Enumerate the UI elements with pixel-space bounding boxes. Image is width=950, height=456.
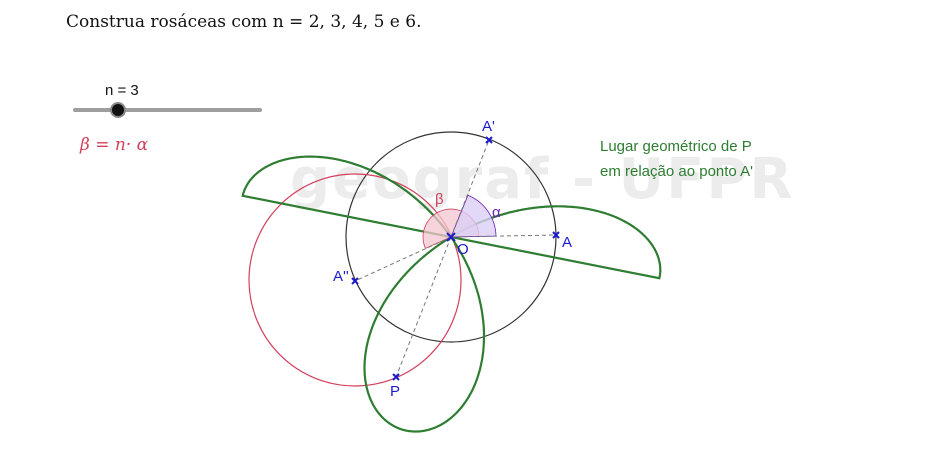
point-P[interactable]: P [390,373,400,400]
locus-caption-line2: em relação ao ponto A' [600,163,753,180]
ray-O-A-double-prime [354,236,452,282]
slider-handle[interactable] [110,102,126,118]
formula-text: β = n· α [79,135,149,155]
point-A[interactable]: A [552,231,572,251]
point-A-prime[interactable]: A' [482,118,495,144]
alpha-angle-sector [450,194,497,238]
point-P-label: P [390,383,400,400]
point-A-double-prime-marker[interactable] [351,277,359,285]
point-O-label: O [457,241,469,258]
point-A-prime-label: A' [482,118,495,135]
locus-caption-line1: Lugar geométrico de P [600,138,752,155]
rolling-circle[interactable] [248,173,462,387]
base-circle[interactable] [345,131,557,343]
ray-O-A [450,234,557,238]
point-A-label: A [562,234,572,251]
point-A-prime-marker[interactable] [485,136,493,144]
rose-curve[interactable] [241,155,662,433]
slider-n[interactable]: n = 3 [73,82,262,118]
point-P-marker[interactable] [392,373,400,381]
point-A-marker[interactable] [552,231,560,239]
point-O[interactable]: O [446,232,469,258]
alpha-label: α [492,204,501,221]
watermark: geograf - UFPR [290,147,795,212]
point-A-double-prime-label: A'' [333,268,349,285]
point-O-marker[interactable] [446,232,456,242]
point-A-double-prime[interactable]: A'' [333,268,359,285]
beta-label: β [435,191,444,208]
slider-label: n = 3 [105,82,139,99]
ray-O-A-prime [450,139,490,238]
instruction-text: Construa rosáceas com n = 2, 3, 4, 5 e 6… [66,12,421,32]
